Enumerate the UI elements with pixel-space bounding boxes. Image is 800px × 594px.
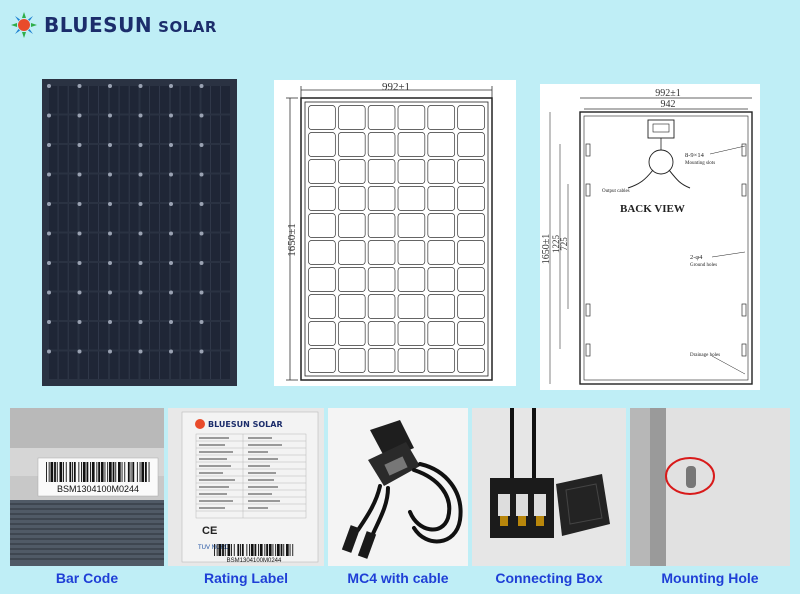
mounting-sub: Mounting slots (685, 161, 715, 166)
highlight-circle (665, 457, 715, 495)
ground-label: 2-φ4 (690, 254, 703, 261)
barcode-number: BSM1304100M0244 (57, 484, 139, 494)
solar-panel-photo (42, 79, 237, 386)
front-height-dim: 1650±1 (286, 223, 298, 257)
caption-rating-label: Rating Label (203, 570, 288, 586)
front-drawing-svg: 992±1 1650±1 (286, 81, 493, 381)
caption-bar-code: Bar Code (55, 570, 119, 586)
back-width-dim: 992±1 (655, 88, 681, 99)
brand-name-sub: SOLAR (158, 18, 217, 36)
back-height-dim: 1650±1 (541, 234, 552, 265)
brand-name-main: BLUESUN (44, 13, 153, 37)
solar-cell-grid (47, 84, 230, 379)
brand-logo: BLUESUN SOLAR (10, 8, 217, 42)
mounting-hole-photo (630, 408, 790, 566)
connecting-box-svg (490, 408, 610, 538)
back-dim-725: 725 (559, 237, 569, 251)
rating-barcode-number: BSM1304100M0244 (227, 558, 282, 564)
rating-brand: BLUESUN SOLAR (208, 420, 283, 429)
caption-mc4: MC4 with cable (347, 570, 449, 586)
output-label: Output cables (602, 189, 630, 194)
barcode-photo-svg: BSM1304100M0244 (10, 408, 164, 566)
back-view-drawing: 992±1 942 1650±1 1225 725 (540, 84, 760, 390)
back-view-title: BACK VIEW (620, 203, 685, 215)
brand-name: BLUESUN SOLAR (44, 13, 217, 37)
back-inner-width-dim: 942 (661, 99, 676, 110)
mounting-label: 8-9×14 (685, 152, 705, 159)
ce-mark: CE (202, 525, 217, 537)
caption-connecting-box: Connecting Box (495, 570, 603, 586)
mc4-cable-photo (328, 408, 468, 566)
drainage-label: Drainage holes (690, 353, 720, 358)
ground-sub: Ground holes (690, 263, 717, 268)
barcode-photo: BSM1304100M0244 (10, 408, 164, 566)
back-dim-1225: 1225 (551, 235, 561, 254)
rating-label-photo: BLUESUN SOLAR CE TUV NORD BSM1 (168, 408, 324, 566)
caption-mounting-hole: Mounting Hole (661, 570, 759, 586)
mounting-hole-svg (630, 408, 790, 566)
back-drawing-svg: 992±1 942 1650±1 1225 725 (541, 88, 753, 385)
front-width-dim: 992±1 (382, 81, 410, 93)
rating-label-svg: BLUESUN SOLAR CE TUV NORD BSM1 (181, 411, 319, 564)
junction-box-drawing (627, 119, 691, 189)
connecting-box-photo (472, 408, 626, 566)
front-view-drawing: 992±1 1650±1 (274, 80, 516, 386)
mc4-cable-svg (341, 420, 463, 559)
sun-logo-icon (11, 12, 37, 38)
